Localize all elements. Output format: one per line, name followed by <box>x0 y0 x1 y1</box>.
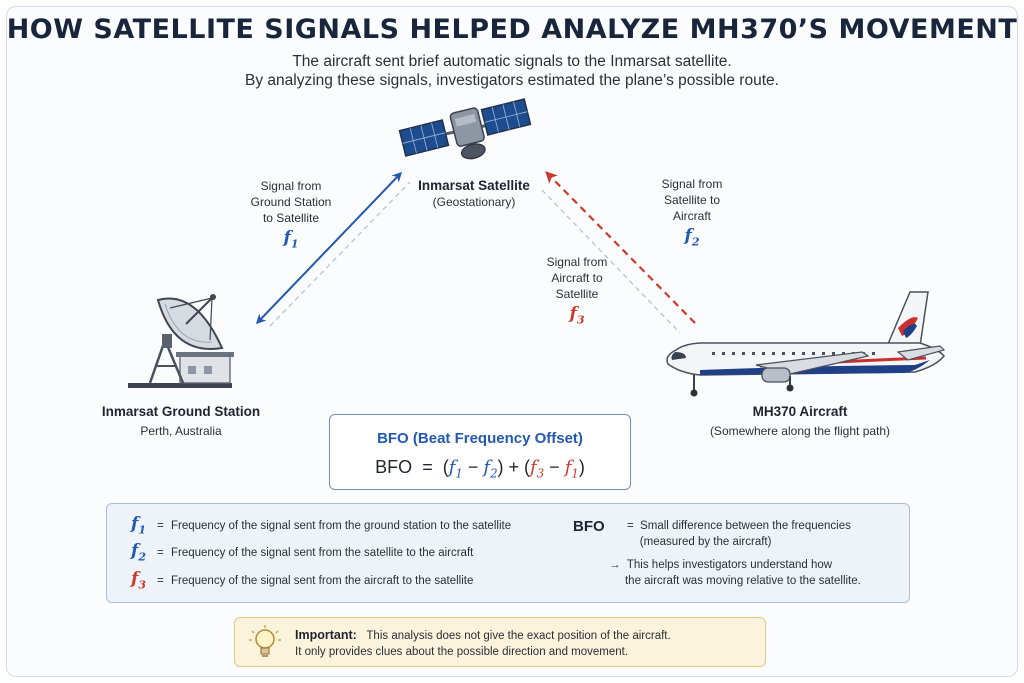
satellite-title: Inmarsat Satellite <box>418 178 530 193</box>
legend-text: Frequency of the signal sent from the sa… <box>171 547 474 559</box>
legend-box: f1=Frequency of the signal sent from the… <box>106 503 910 603</box>
ground-station-subtitle: Perth, Australia <box>140 424 222 438</box>
page-subtitle: The aircraft sent brief automatic signal… <box>0 52 1024 90</box>
bfo-title: BFO (Beat Frequency Offset) <box>377 430 583 447</box>
legend-item-f1: f1=Frequency of the signal sent from the… <box>131 514 512 537</box>
signal-label-satellite-to-aircraft: Signal from Satellite to Aircraft f2 <box>633 176 751 250</box>
signal-label-line: Signal from <box>260 179 322 193</box>
f1-symbol: f1 <box>131 514 147 537</box>
paren: ( <box>524 457 531 477</box>
minus-sign: − <box>549 457 560 477</box>
important-note: Important: This analysis does not give t… <box>234 617 766 667</box>
subtitle-line-2: By analyzing these signals, investigator… <box>245 72 779 89</box>
signal-label-line: Aircraft to <box>551 271 603 285</box>
signal-label-line: Ground Station <box>250 195 332 209</box>
paren: ( <box>442 457 449 477</box>
minus-sign: − <box>467 457 479 477</box>
paren: ) <box>497 457 504 477</box>
f3-symbol: f3 <box>131 569 147 592</box>
aircraft-icon <box>666 291 946 397</box>
equals-sign: = <box>422 457 433 477</box>
ground-station-icon <box>128 294 234 388</box>
bfo-equation-box: BFO (Beat Frequency Offset) BFO = (f1 − … <box>329 414 631 490</box>
ground-satellite-dashed-line <box>269 181 411 327</box>
legend-item-f2: f2=Frequency of the signal sent from the… <box>131 541 474 564</box>
f2-symbol: f2 <box>684 226 700 249</box>
paren: ) <box>578 457 585 477</box>
bfo-lhs: BFO <box>375 457 413 477</box>
ground-station-title: Inmarsat Ground Station <box>101 404 261 419</box>
legend-text: Frequency of the signal sent from the ai… <box>171 575 474 587</box>
f1-term: f1 <box>564 457 579 481</box>
satellite-aircraft-dashed-line <box>541 189 681 334</box>
satellite-icon <box>398 98 532 160</box>
aircraft-satellite-arrow <box>545 171 696 324</box>
page-title: HOW SATELLITE SIGNALS HELPED ANALYZE MH3… <box>6 14 1018 45</box>
arrow-icon: → <box>609 559 621 571</box>
bfo-equation: BFO = (f1 − f2) + (f3 − f1) <box>330 457 630 481</box>
f2-term: f2 <box>483 457 498 481</box>
signal-label-line: Satellite to <box>663 193 721 207</box>
signal-label-line: to Satellite <box>262 211 320 225</box>
ground-satellite-arrow <box>255 171 403 325</box>
signal-label-aircraft-to-satellite: Signal from Aircraft to Satellite f3 <box>518 254 636 328</box>
subtitle-line-1: The aircraft sent brief automatic signal… <box>292 53 732 70</box>
signal-label-line: Signal from <box>546 255 608 269</box>
note-text: Important: This analysis does not give t… <box>295 628 671 658</box>
f1-term: f1 <box>448 457 463 481</box>
legend-bfo-key: BFO <box>573 518 605 535</box>
satellite-subtitle: (Geostationary) <box>432 195 516 209</box>
signal-label-line: Aircraft <box>672 209 711 223</box>
legend-bfo-description: = Small difference between the frequenci… <box>627 520 851 548</box>
f3-symbol: f3 <box>569 304 585 327</box>
aircraft-title: MH370 Aircraft <box>752 404 848 419</box>
signal-label-line: Signal from <box>661 177 723 191</box>
signal-label-ground-to-satellite: Signal from Ground Station to Satellite … <box>232 178 350 252</box>
f2-symbol: f2 <box>131 541 147 564</box>
aircraft-subtitle: (Somewhere along the flight path) <box>709 424 891 438</box>
legend-item-f3: f3=Frequency of the signal sent from the… <box>131 569 474 592</box>
f1-symbol: f1 <box>283 228 299 251</box>
legend-bfo-explanation: → This helps investigators understand ho… <box>609 559 861 587</box>
plus-sign: + <box>508 457 520 477</box>
note-label: Important: <box>295 628 357 642</box>
lightbulb-icon <box>249 625 281 657</box>
legend-text: Frequency of the signal sent from the gr… <box>171 520 512 532</box>
signal-label-line: Satellite <box>555 287 599 301</box>
f3-term: f3 <box>530 457 545 481</box>
